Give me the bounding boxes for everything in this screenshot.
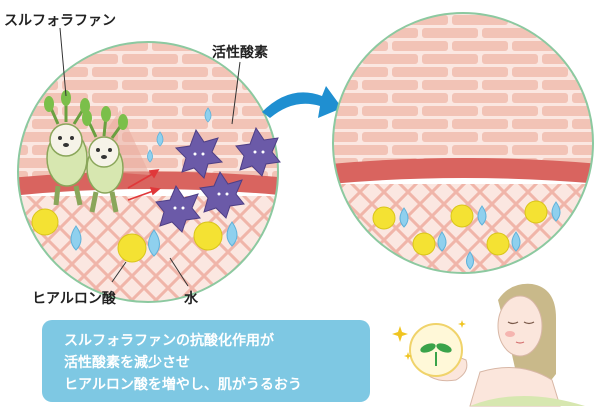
caption-line-3: ヒアルロン酸を増やし、肌がうるおう [64, 377, 302, 393]
sulforaphane-character-1 [44, 90, 90, 206]
label-sulforaphane: スルフォラファン [4, 13, 116, 29]
left-hyaluronic-group [31, 208, 238, 263]
leader-lines [59, 27, 241, 287]
label-hyaluronic-acid: ヒアルロン酸 [32, 291, 116, 307]
caption-line-2: 活性酸素を減少させ [64, 355, 190, 371]
flying-droplets [147, 107, 212, 163]
sprout-icon [409, 323, 463, 377]
curved-arrow-icon [262, 86, 342, 118]
right-hyaluronic-group [372, 200, 561, 270]
caption-line-1: スルフォラファンの抗酸化作用が [64, 333, 274, 349]
sulforaphane-character-2 [82, 106, 128, 213]
label-water: 水 [184, 291, 198, 307]
sparkle-icon [392, 320, 466, 360]
active-oxygen-radicals [155, 126, 281, 233]
caption-box: スルフォラファンの抗酸化作用が 活性酸素を減少させ ヒアルロン酸を増やし、肌がう… [42, 320, 370, 402]
radical-faces [173, 150, 265, 210]
attack-arrows [127, 169, 161, 201]
label-active-oxygen: 活性酸素 [212, 45, 268, 61]
